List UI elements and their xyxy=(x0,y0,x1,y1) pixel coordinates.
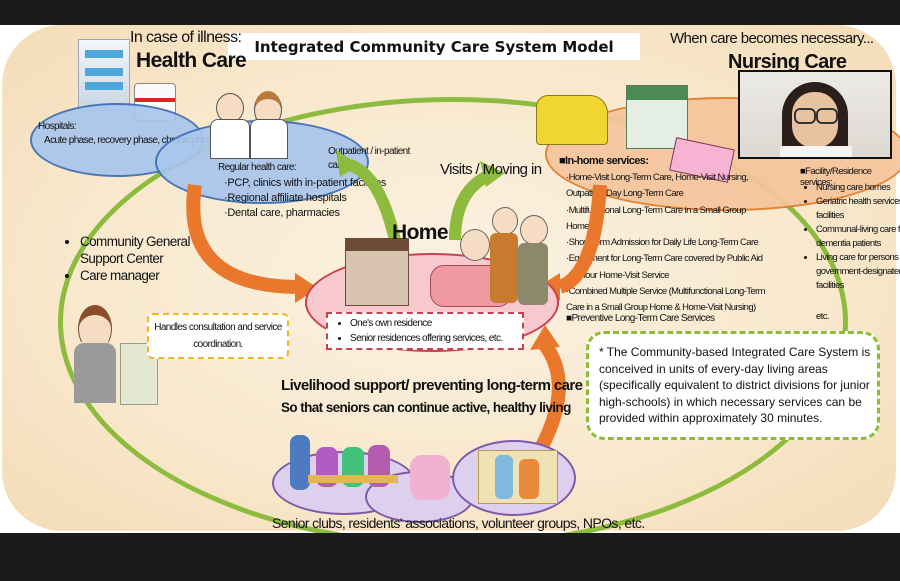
in-home-list: ·Home-Visit Long-Term Care, Home-Visit N… xyxy=(566,170,766,317)
visits-moving-in-label: Visits / Moving in xyxy=(440,161,542,178)
seniors-group-icon xyxy=(290,435,400,490)
livelihood-subtitle: So that seniors can continue active, hea… xyxy=(281,400,571,415)
home-item: One's own residence xyxy=(350,316,518,331)
arrow-livelihood-to-home xyxy=(533,340,566,454)
volunteer-helper-icon xyxy=(478,450,558,504)
doctor-nurse-icon xyxy=(210,87,290,159)
outpatient-label: Outpatient / in-patient care xyxy=(328,146,410,171)
slide-title: Integrated Community Care System Model xyxy=(228,33,640,60)
arrow-head-home-to-nursing xyxy=(480,161,505,187)
in-home-item: ·Multifunctional Long-Term Care in a Sma… xyxy=(566,204,746,232)
facility-item: Communal-living care for dementia patien… xyxy=(816,223,900,251)
facility-header: ■Facility/Residence services: xyxy=(800,166,872,188)
regular-care-item: ·PCP, clinics with in-patient facilities xyxy=(224,177,387,189)
facility-item: Geriatric health services facilities xyxy=(816,195,900,223)
nursing-care-title: Nursing Care xyxy=(728,51,847,73)
house-icon xyxy=(345,238,409,306)
preventive-services: ■Preventive Long-Term Care Services xyxy=(566,313,715,324)
arrow-head-home-to-health xyxy=(336,150,360,177)
regular-care-item: ·Dental care, pharmacies xyxy=(224,207,340,219)
regular-care-label: Regular health care: xyxy=(218,162,297,173)
arrow-support-to-home xyxy=(186,183,296,294)
in-home-item: ·Short-Term Admission for Daily Life Lon… xyxy=(566,237,759,249)
footnote-box: * The Community-based Integrated Care Sy… xyxy=(586,331,880,440)
arrow-home-to-health xyxy=(347,159,401,242)
consultation-note: Handles consultation and service coordin… xyxy=(147,313,289,359)
facility-etc: etc. xyxy=(816,311,830,322)
hospitals-detail: Acute phase, recovery phase, chronic pha… xyxy=(44,135,217,146)
facility-item: Living care for persons at government-de… xyxy=(816,251,900,293)
facility-item: Nursing care homes xyxy=(816,181,900,195)
regular-care-item: ·Regional affiliate hospitals xyxy=(224,192,347,204)
home-list: One's own residence Senior residences of… xyxy=(326,312,524,350)
regular-care-list: ·PCP, clinics with in-patient facilities… xyxy=(224,176,386,221)
health-care-subtitle: In case of illness: xyxy=(130,29,242,46)
hospital-building-icon xyxy=(78,39,130,111)
arrow-head-support-to-home xyxy=(295,273,318,303)
arrow-head-livelihood-to-home xyxy=(530,325,560,350)
exercising-senior-icon xyxy=(410,455,450,500)
livelihood-title: Livelihood support/ preventing long-term… xyxy=(281,377,583,394)
health-care-title: Health Care xyxy=(136,49,247,72)
livelihood-footer: Senior clubs, residents' associations, v… xyxy=(272,515,645,531)
in-home-item: ·Combined Multiple Service (Multifunctio… xyxy=(566,286,766,314)
home-item: Senior residences offering services, etc… xyxy=(350,331,518,346)
glasses-left-icon xyxy=(794,108,816,124)
community-ring xyxy=(58,97,848,533)
support-center-item: Community General Support Center xyxy=(80,233,200,267)
arrow-nursing-to-home xyxy=(557,184,607,294)
support-center-item: Care manager xyxy=(80,267,200,284)
flow-arrows xyxy=(186,150,607,454)
family-icon xyxy=(430,207,550,310)
participant-video-tile[interactable] xyxy=(738,70,892,159)
care-manager-icon xyxy=(74,305,118,405)
care-van-icon xyxy=(536,95,608,145)
support-center-list: Community General Support Center Care ma… xyxy=(62,233,200,284)
in-home-header: ■In-home services: xyxy=(559,155,649,167)
home-title: Home xyxy=(392,221,449,244)
participant-shirt xyxy=(780,146,852,157)
shared-screen-slide: Integrated Community Care System Model I… xyxy=(0,25,900,533)
nursing-care-subtitle: When care becomes necessary... xyxy=(670,30,874,47)
in-home-item: ·24-hour Home-Visit Service xyxy=(566,269,670,281)
in-home-item: ·Equipment for Long-Term Care covered by… xyxy=(566,253,763,265)
glasses-right-icon xyxy=(816,108,838,124)
facility-list: Nursing care homes Geriatric health serv… xyxy=(804,181,900,293)
arrow-home-to-nursing xyxy=(449,169,493,241)
in-home-item: ·Home-Visit Long-Term Care, Home-Visit N… xyxy=(566,172,749,200)
hospitals-label: Hospitals: xyxy=(38,121,77,132)
